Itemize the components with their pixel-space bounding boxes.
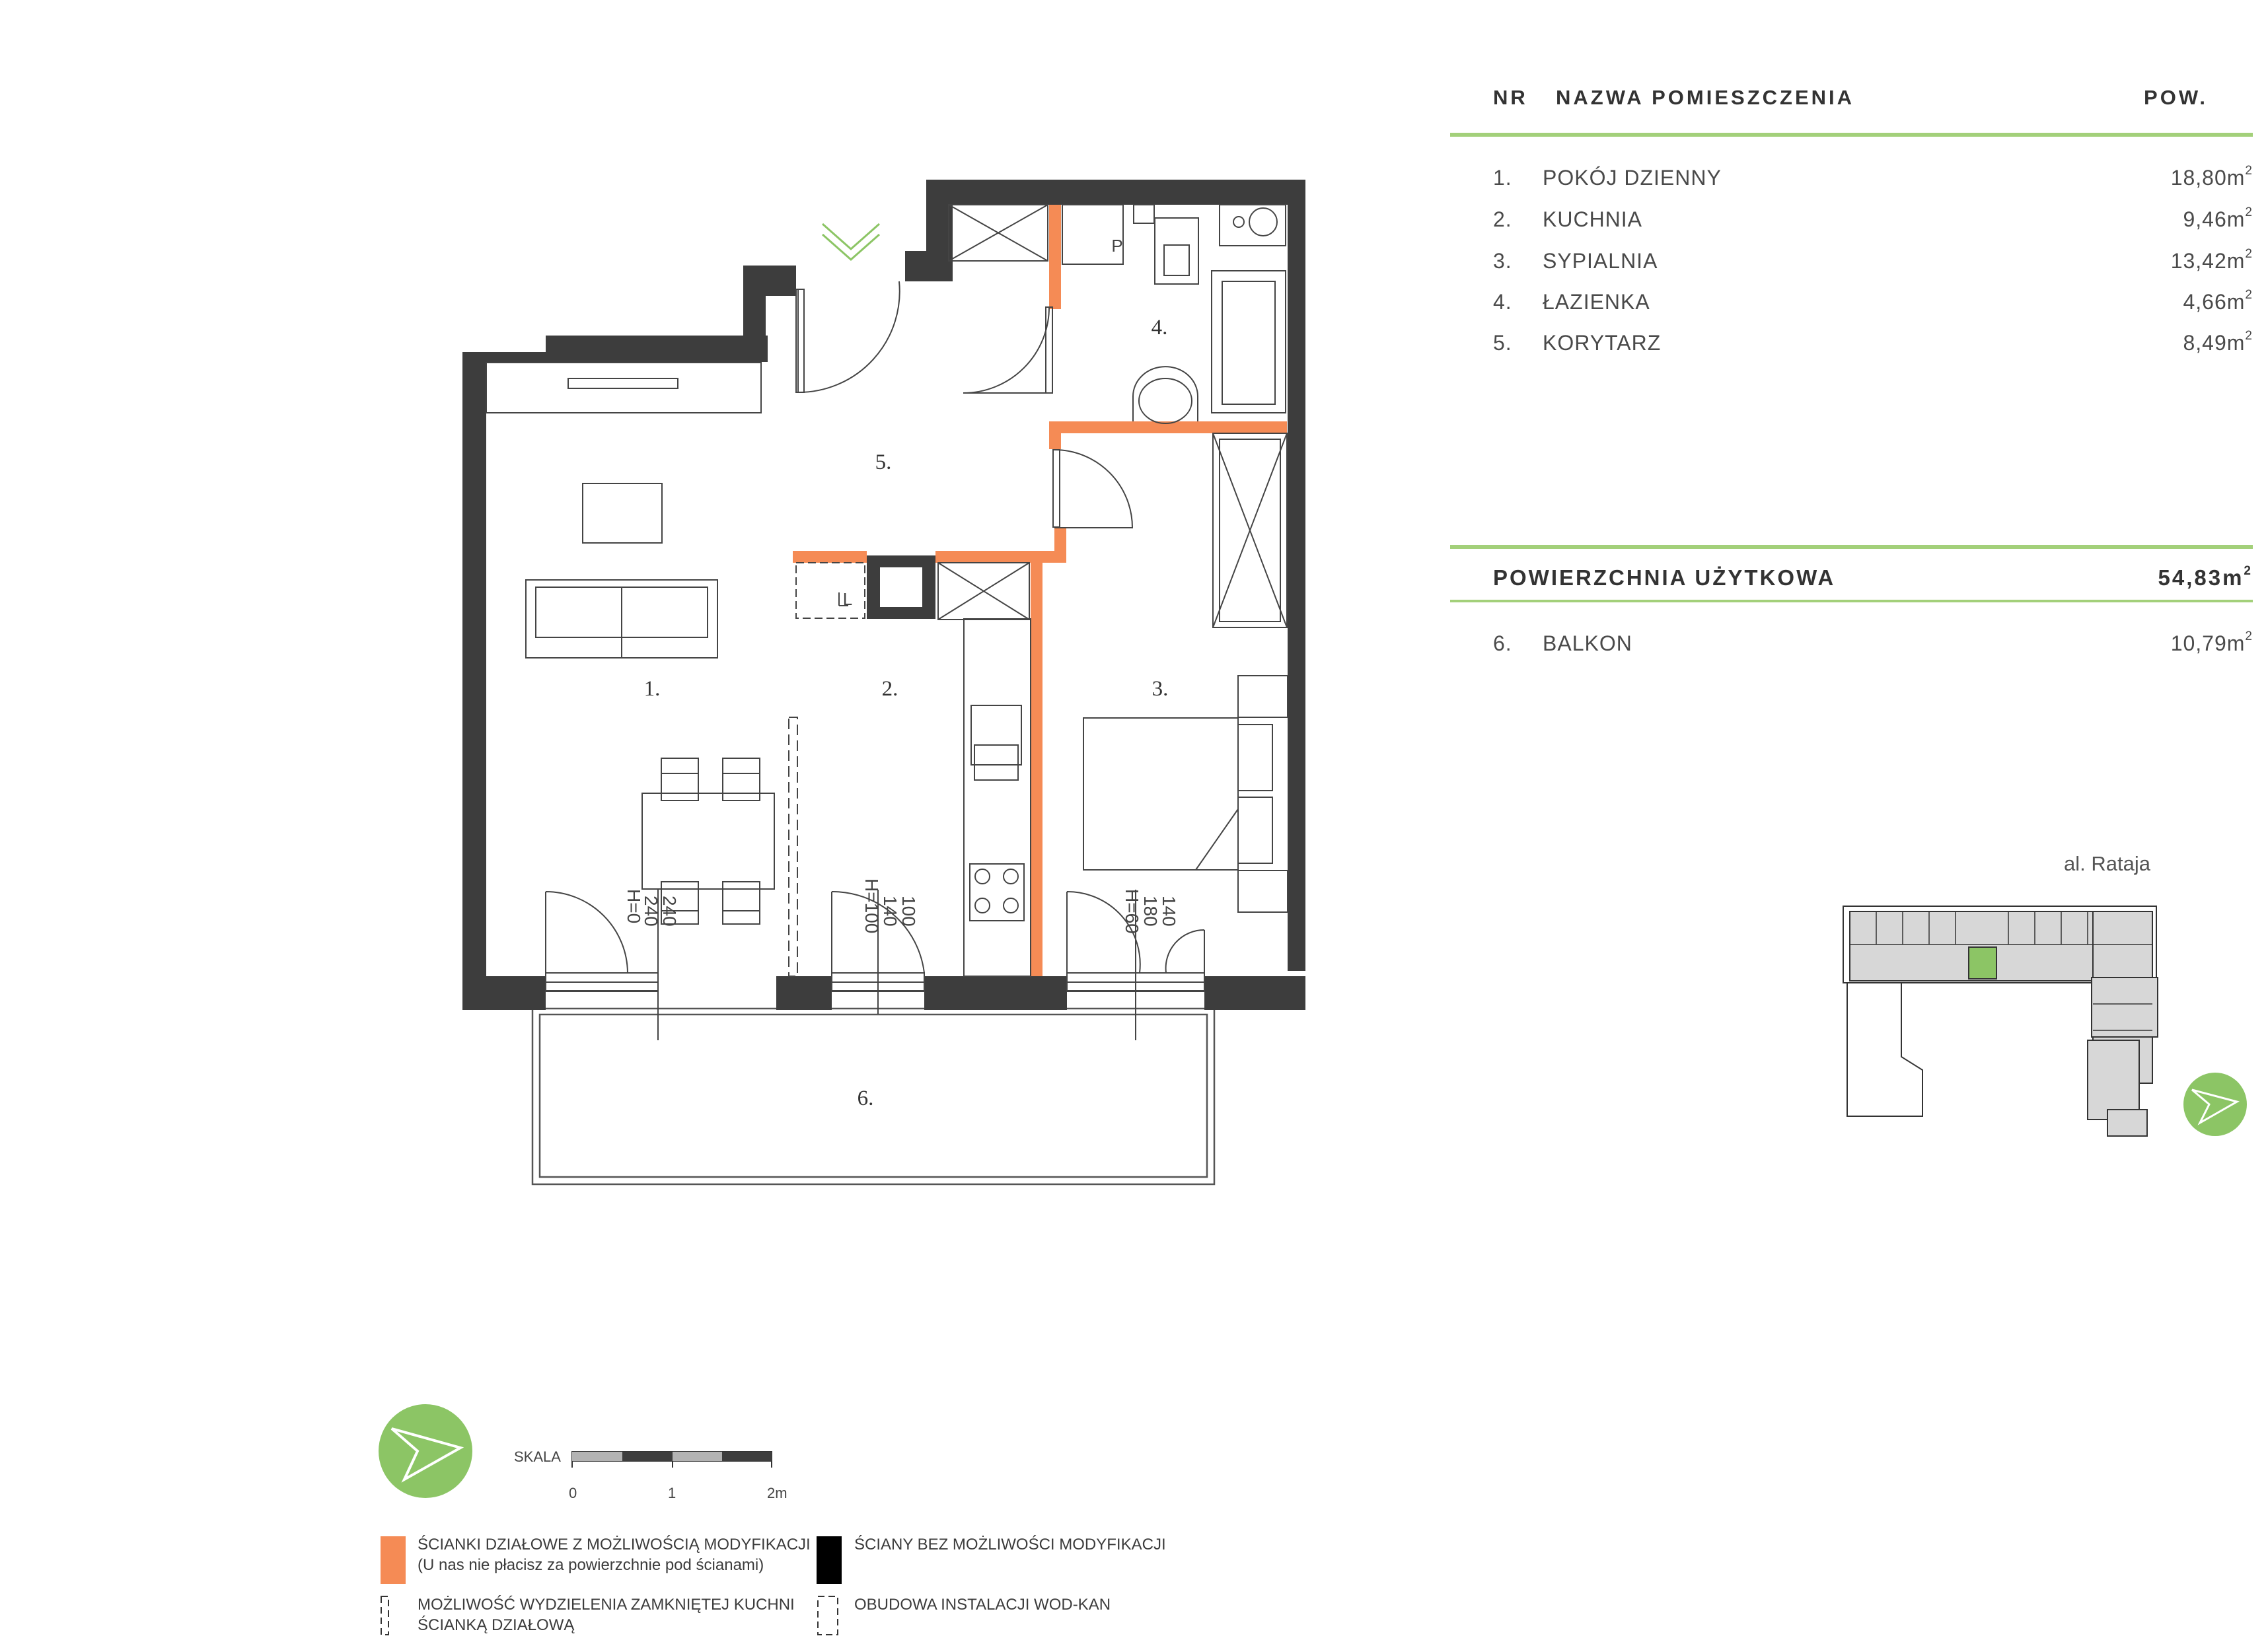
row-nr: 1. <box>1493 166 1512 190</box>
legend-kitchen-text: MOŻLIWOŚĆ WYDZIELENIA ZAMKNIĘTEJ KUCHNI … <box>418 1596 795 1634</box>
row-name: BALKON <box>1543 631 1632 655</box>
row-area: 8,49m <box>2183 331 2246 355</box>
room-label-3: 3. <box>1152 677 1169 701</box>
legend-black-swatch <box>817 1536 842 1584</box>
scale-bar <box>571 1451 772 1468</box>
scale-tick-1: 1 <box>668 1485 676 1501</box>
room-label-1: 1. <box>644 677 661 701</box>
table-row: 2. KUCHNIA 9,46m2 <box>1493 205 2253 231</box>
win1-w: 240 <box>659 896 680 927</box>
room-label-4: 4. <box>1152 316 1168 339</box>
dining-table <box>641 793 775 890</box>
table-row: 3. SYPIALNIA 13,42m2 <box>1493 247 2253 273</box>
row-name: SYPIALNIA <box>1543 249 1658 273</box>
north-compass-large-icon <box>379 1404 472 1498</box>
bed <box>1083 717 1239 871</box>
kitchen-sink-cabinet <box>795 562 865 619</box>
table-row: 4. ŁAZIENKA 4,66m2 <box>1493 288 2253 314</box>
optional-kitchen-wall <box>788 717 798 977</box>
row-area: 18,80m <box>2170 166 2246 190</box>
row-name: KUCHNIA <box>1543 207 1643 231</box>
street-label: al. Rataja <box>2064 852 2151 875</box>
sink-box-label: L <box>843 589 852 609</box>
row-name: ŁAZIENKA <box>1543 290 1650 314</box>
row-area: 9,46m <box>2183 207 2246 231</box>
total-area: 54,83m <box>2158 565 2244 590</box>
win2-w: 100 <box>898 896 919 927</box>
row-area: 4,66m <box>2183 290 2246 314</box>
header-nr: NR <box>1493 86 1528 109</box>
entrance-arrow-icon <box>822 223 880 251</box>
row-name: KORYTARZ <box>1543 331 1662 355</box>
win3-h: 180 <box>1140 896 1161 927</box>
win1-h: 240 <box>641 896 661 927</box>
table-row: 6. BALKON 10,79m2 <box>1493 629 2253 655</box>
scale-tick-0: 0 <box>569 1485 577 1501</box>
legend-orange-swatch <box>381 1536 406 1584</box>
north-compass-small-icon <box>2183 1073 2247 1136</box>
row-area: 13,42m <box>2170 249 2246 273</box>
room-label-6: 6. <box>858 1086 874 1110</box>
header-area: POW. <box>2144 86 2208 109</box>
modifiable-partitions <box>793 205 1287 976</box>
entrance-door <box>797 281 900 394</box>
wardrobe <box>1212 433 1288 628</box>
sideboard <box>486 362 762 413</box>
room-label-2: 2. <box>882 677 898 701</box>
kitchen-counter <box>963 618 1031 977</box>
scale-label: SKALA <box>514 1448 561 1465</box>
toilet <box>1154 217 1199 285</box>
row-nr: 5. <box>1493 331 1512 355</box>
legend-black-text: ŚCIANY BEZ MOŻLIWOŚCI MODYFIKACJI <box>854 1536 1166 1553</box>
balcony-inner-outline <box>538 1013 1208 1178</box>
washbasin <box>1132 366 1198 421</box>
coffee-table <box>582 483 663 544</box>
balcony-outline <box>531 1007 1216 1186</box>
row-nr: 4. <box>1493 290 1512 314</box>
wc-box-label: P <box>1111 236 1122 256</box>
room-label-5: 5. <box>875 450 892 474</box>
win1-hh: H=0 <box>624 889 644 923</box>
win2-hh: H=100 <box>861 878 882 933</box>
washer <box>1062 204 1124 265</box>
legend-orange-text: ŚCIANKI DZIAŁOWE Z MOŻLIWOŚCIĄ MODYFIKAC… <box>418 1536 811 1574</box>
scale-tick-2: 2m <box>767 1485 787 1501</box>
win3-hh: H=60 <box>1122 889 1142 934</box>
bathroom-door <box>963 306 1050 394</box>
site-plan <box>1843 906 2158 1137</box>
bedroom-door <box>1054 449 1134 528</box>
load-bearing-walls <box>462 180 1305 1010</box>
legend-wodkan-text: OBUDOWA INSTALACJI WOD-KAN <box>854 1596 1111 1614</box>
total-label: POWIERZCHNIA UŻYTKOWA <box>1493 565 1836 590</box>
table-row: 5. KORYTARZ 8,49m2 <box>1493 329 2253 355</box>
win2-h: 140 <box>880 896 900 927</box>
legend-wodkan-swatch <box>817 1596 838 1635</box>
row-nr: 6. <box>1493 631 1512 655</box>
table-row: 1. POKÓJ DZIENNY 18,80m2 <box>1493 164 2253 190</box>
win3-w: 140 <box>1159 896 1179 927</box>
row-nr: 2. <box>1493 207 1512 231</box>
legend-kitchen-swatch <box>381 1596 389 1635</box>
row-nr: 3. <box>1493 249 1512 273</box>
row-name: POKÓJ DZIENNY <box>1543 166 1722 190</box>
header-name: NAZWA POMIESZCZENIA <box>1556 86 1855 109</box>
row-area: 10,79m <box>2170 631 2246 655</box>
bathtub <box>1211 270 1286 413</box>
